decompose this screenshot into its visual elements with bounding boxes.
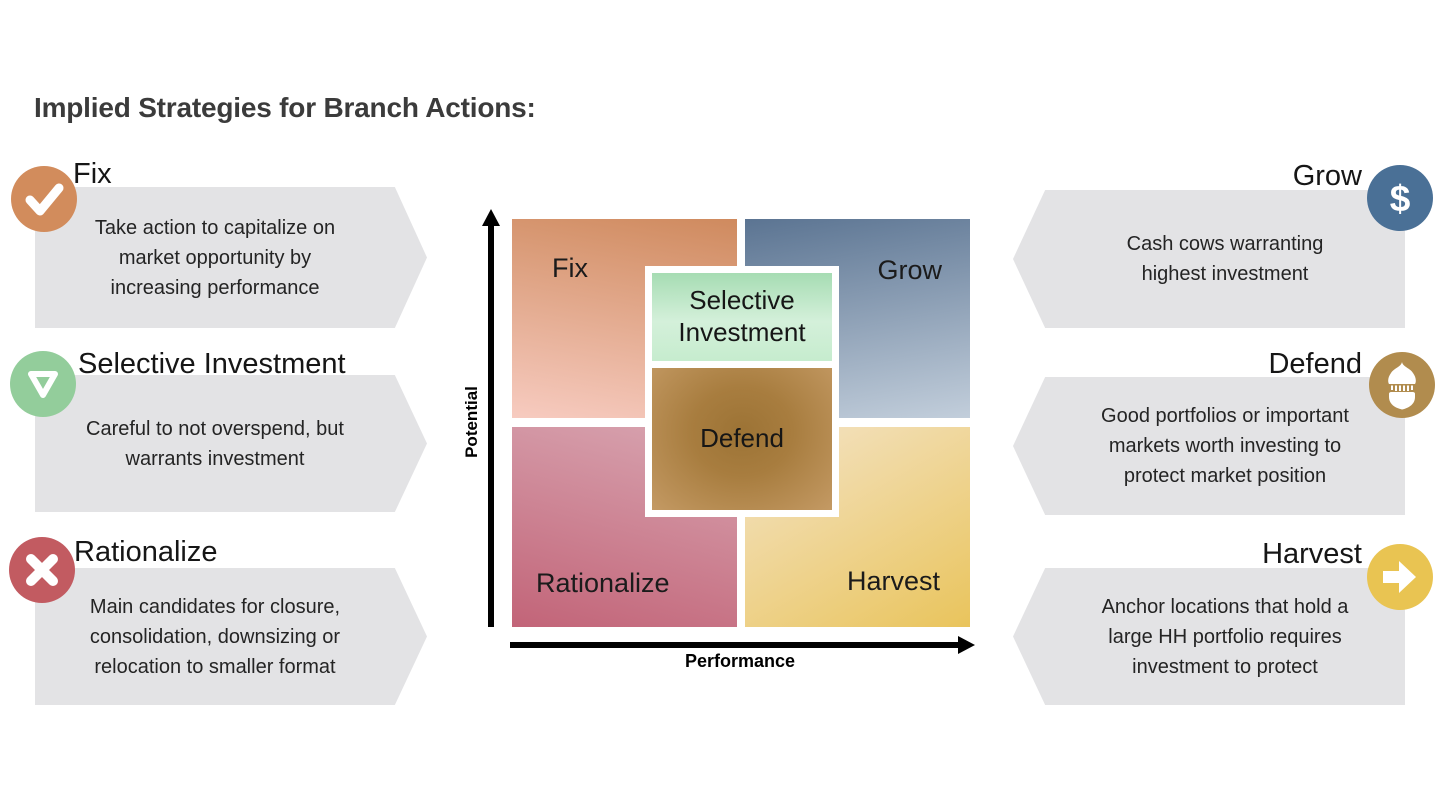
- arrow-right-icon: [1367, 544, 1433, 610]
- callout-heading: Selective Investment: [78, 348, 346, 380]
- callout-text: Anchor locations that hold a large HH po…: [1101, 595, 1349, 678]
- quadrant-label: Grow: [877, 255, 942, 285]
- quadrant-label: Harvest: [846, 566, 940, 596]
- center-overlay: Selective Investment Defend: [645, 266, 839, 517]
- quadrant-label: Fix: [552, 253, 588, 283]
- x-icon: [9, 537, 75, 603]
- callout-heading: Rationalize: [74, 536, 218, 568]
- svg-text:$: $: [1390, 178, 1411, 219]
- x-axis-line: [510, 642, 960, 648]
- y-axis-label: Potential: [462, 386, 481, 458]
- page-title: Implied Strategies for Branch Actions:: [34, 92, 536, 123]
- callout-bubble: Main candidates for closure, consolidati…: [35, 568, 427, 705]
- callout-heading: Grow: [1292, 160, 1362, 192]
- callout-bubble: Careful to not overspend, but warrants i…: [35, 375, 427, 512]
- callout-bubble: Cash cows warranting highest investment: [1013, 190, 1405, 328]
- callout-bubble: Anchor locations that hold a large HH po…: [1013, 568, 1405, 705]
- quadrant-label: Rationalize: [536, 568, 670, 598]
- box-selective-investment: Selective Investment: [652, 273, 832, 361]
- box-label: Defend: [700, 423, 784, 454]
- callout-text: Main candidates for closure, consolidati…: [89, 595, 341, 678]
- knight-helmet-icon: [1369, 352, 1435, 418]
- x-axis-label: Performance: [684, 651, 796, 671]
- callout-heading: Defend: [1268, 348, 1362, 380]
- y-axis-line: [488, 224, 494, 627]
- triangle-down-icon: [10, 351, 76, 417]
- box-defend: Defend: [652, 368, 832, 510]
- check-icon: [11, 166, 77, 232]
- callout-heading: Harvest: [1262, 538, 1362, 570]
- callout-text: Good portfolios or important markets wor…: [1101, 405, 1349, 487]
- callout-bubble: Take action to capitalize on market oppo…: [35, 187, 427, 328]
- dollar-icon: $: [1367, 165, 1433, 231]
- y-axis-arrowhead-icon: [482, 209, 500, 226]
- x-axis-arrowhead-icon: [958, 636, 975, 654]
- box-label: Selective Investment: [678, 285, 806, 347]
- callout-text: Careful to not overspend, but warrants i…: [86, 417, 344, 470]
- callout-text: Take action to capitalize on market oppo…: [94, 216, 336, 299]
- callout-text: Cash cows warranting highest investment: [1126, 233, 1324, 285]
- callout-bubble: Good portfolios or important markets wor…: [1013, 377, 1405, 515]
- callout-heading: Fix: [73, 158, 112, 190]
